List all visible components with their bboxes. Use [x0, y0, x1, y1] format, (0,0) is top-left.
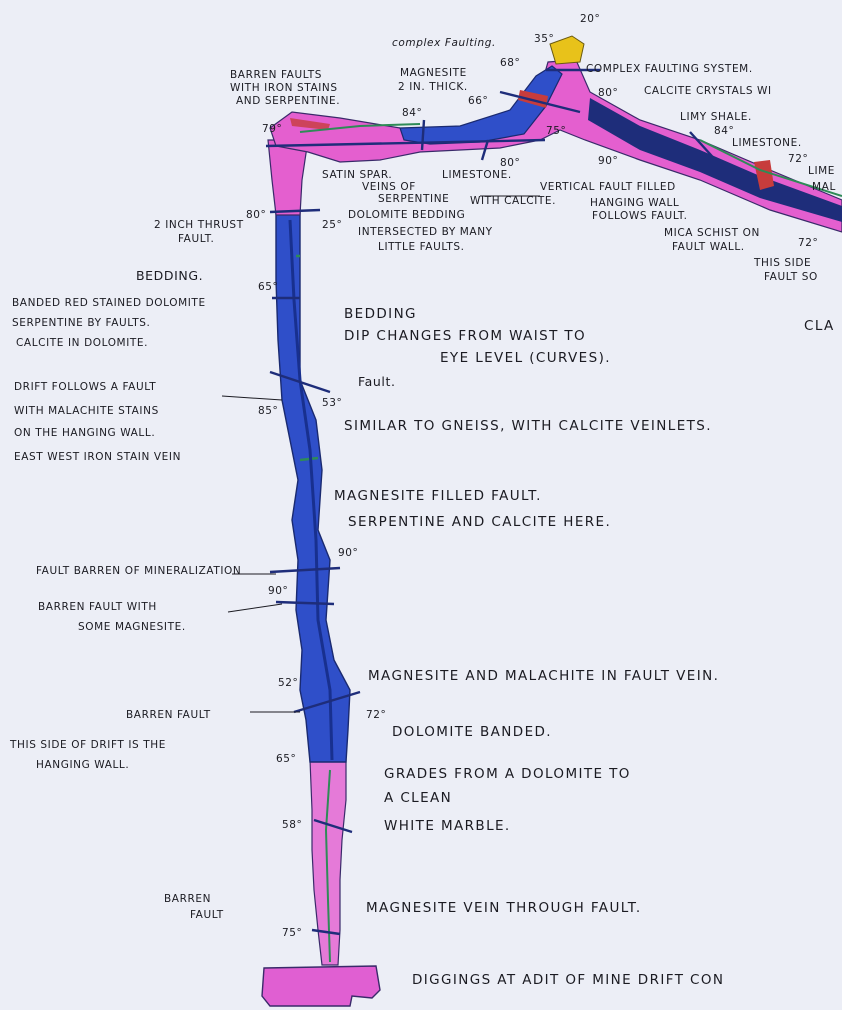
note-grades: WHITE MARBLE. [384, 818, 511, 834]
dip-label: 58° [282, 819, 302, 831]
note-hanging-wall-follows: FOLLOWS FAULT. [592, 210, 688, 222]
note-banded: CALCITE IN DOLOMITE. [16, 337, 148, 349]
note-hanging-wall-follows: HANGING WALL [590, 197, 679, 209]
note-calcite-crystals: CALCITE CRYSTALS WI [644, 85, 772, 97]
note-veins-serpentine: SERPENTINE [378, 193, 449, 205]
leader-line [228, 604, 282, 612]
note-magnesite-filled: MAGNESITE FILLED FAULT. [334, 488, 542, 504]
dip-label: 85° [258, 405, 278, 417]
note-complex-faulting-system: COMPLEX FAULTING SYSTEM. [586, 63, 753, 75]
dip-label: 66° [468, 95, 488, 107]
note-magnesite-thick: 2 IN. THICK. [398, 81, 468, 93]
note-barren-faults: AND SERPENTINE. [236, 95, 340, 107]
dip-label: 72° [788, 153, 808, 165]
dip-label: 53° [322, 397, 342, 409]
note-mal-cut: MAL [812, 181, 836, 193]
note-veins-serpentine: VEINS OF [362, 181, 416, 193]
yellow-zone [550, 36, 584, 64]
note-barren-fault-1: BARREN FAULT [126, 709, 211, 721]
note-fault-barren-min: FAULT BARREN OF MINERALIZATION [36, 565, 241, 577]
dip-label: 80° [598, 87, 618, 99]
dip-label: 80° [246, 209, 266, 221]
note-diggings: DIGGINGS AT ADIT OF MINE DRIFT CON [412, 972, 724, 988]
note-bedding-right: EYE LEVEL (CURVES). [440, 350, 611, 366]
note-dolomite-banded: DOLOMITE BANDED. [392, 724, 552, 740]
note-bedding-left: BEDDING. [136, 268, 203, 283]
note-banded: SERPENTINE BY FAULTS. [12, 317, 151, 329]
note-barren-fault-2: BARREN [164, 893, 211, 905]
note-barren-faults: WITH IRON STAINS [230, 82, 338, 94]
leader-line [222, 396, 282, 400]
dip-label: 68° [500, 57, 520, 69]
note-mag-malachite: MAGNESITE AND MALACHITE IN FAULT VEIN. [368, 668, 719, 684]
dip-label: 90° [268, 585, 288, 597]
dip-label: 75° [546, 125, 566, 137]
note-dolomite-bedding: LITTLE FAULTS. [378, 241, 465, 253]
dip-label: 65° [258, 281, 278, 293]
note-this-side-fault: FAULT SO [764, 271, 818, 283]
note-vertical-fault: VERTICAL FAULT FILLED [540, 181, 676, 193]
note-barren-some-mag: BARREN FAULT WITH [38, 601, 157, 613]
adit-diggings [262, 966, 380, 1006]
note-complex-faulting: complex Faulting. [392, 37, 496, 49]
note-similar-gneiss: SIMILAR TO GNEISS, WITH CALCITE VEINLETS… [344, 418, 712, 434]
dip-label: 35° [534, 33, 554, 45]
dip-label: 84° [402, 107, 422, 119]
dip-label: 72° [798, 237, 818, 249]
note-drift-follows: EAST WEST IRON STAIN VEIN [14, 451, 181, 463]
note-bedding-right: BEDDING [344, 306, 417, 322]
leader-lines [222, 196, 540, 712]
dip-label: 80° [500, 157, 520, 169]
note-drift-follows: DRIFT FOLLOWS A FAULT [14, 381, 156, 393]
note-mica-schist: MICA SCHIST ON [664, 227, 760, 239]
note-drift-follows: ON THE HANGING WALL. [14, 427, 155, 439]
note-limestone-mid: LIMESTONE. [442, 169, 512, 181]
note-this-side-drift: THIS SIDE OF DRIFT IS THE [9, 739, 166, 751]
note-dolomite-bedding: DOLOMITE BEDDING [348, 209, 465, 221]
note-grades: A CLEAN [384, 790, 452, 806]
dip-label: 79° [262, 123, 282, 135]
note-fault: Fault. [358, 374, 396, 389]
dip-label: 65° [276, 753, 296, 765]
note-this-side-fault: THIS SIDE [753, 257, 811, 269]
note-limy-shale: LIMY SHALE. [680, 111, 752, 123]
dip-label: 90° [338, 547, 358, 559]
note-grades: GRADES FROM A DOLOMITE TO [384, 766, 631, 782]
dip-label: 20° [580, 13, 600, 25]
note-mica-schist: FAULT WALL. [672, 241, 745, 253]
note-drift-follows: WITH MALACHITE STAINS [14, 405, 159, 417]
note-barren-fault-2: FAULT [190, 909, 224, 921]
dip-label: 25° [322, 219, 342, 231]
note-cla-cut: CLA [804, 318, 835, 334]
dip-label: 84° [714, 125, 734, 137]
note-limestone-right: LIMESTONE. [732, 137, 802, 149]
note-lime-cut: LIME [808, 165, 835, 177]
note-mag-vein: MAGNESITE VEIN THROUGH FAULT. [366, 900, 642, 916]
dip-label: 75° [282, 927, 302, 939]
note-this-side-drift: HANGING WALL. [36, 759, 129, 771]
note-dolomite-bedding: INTERSECTED BY MANY [358, 226, 493, 238]
dip-label: 52° [278, 677, 298, 689]
note-vertical-fault: WITH CALCITE. [470, 195, 556, 207]
note-banded: BANDED RED STAINED DOLOMITE [12, 297, 206, 309]
note-magnesite-thick: MAGNESITE [400, 67, 467, 79]
note-satin-spar: SATIN SPAR. [322, 169, 392, 181]
note-two-inch-thrust: FAULT. [178, 233, 214, 245]
note-magnesite-filled: SERPENTINE AND CALCITE HERE. [348, 514, 611, 530]
dip-label: 90° [598, 155, 618, 167]
note-bedding-right: DIP CHANGES FROM WAIST TO [344, 328, 586, 344]
note-barren-faults: BARREN FAULTS [230, 69, 322, 81]
note-two-inch-thrust: 2 INCH THRUST [154, 219, 244, 231]
dip-label: 72° [366, 709, 386, 721]
note-barren-some-mag: SOME MAGNESITE. [78, 621, 186, 633]
